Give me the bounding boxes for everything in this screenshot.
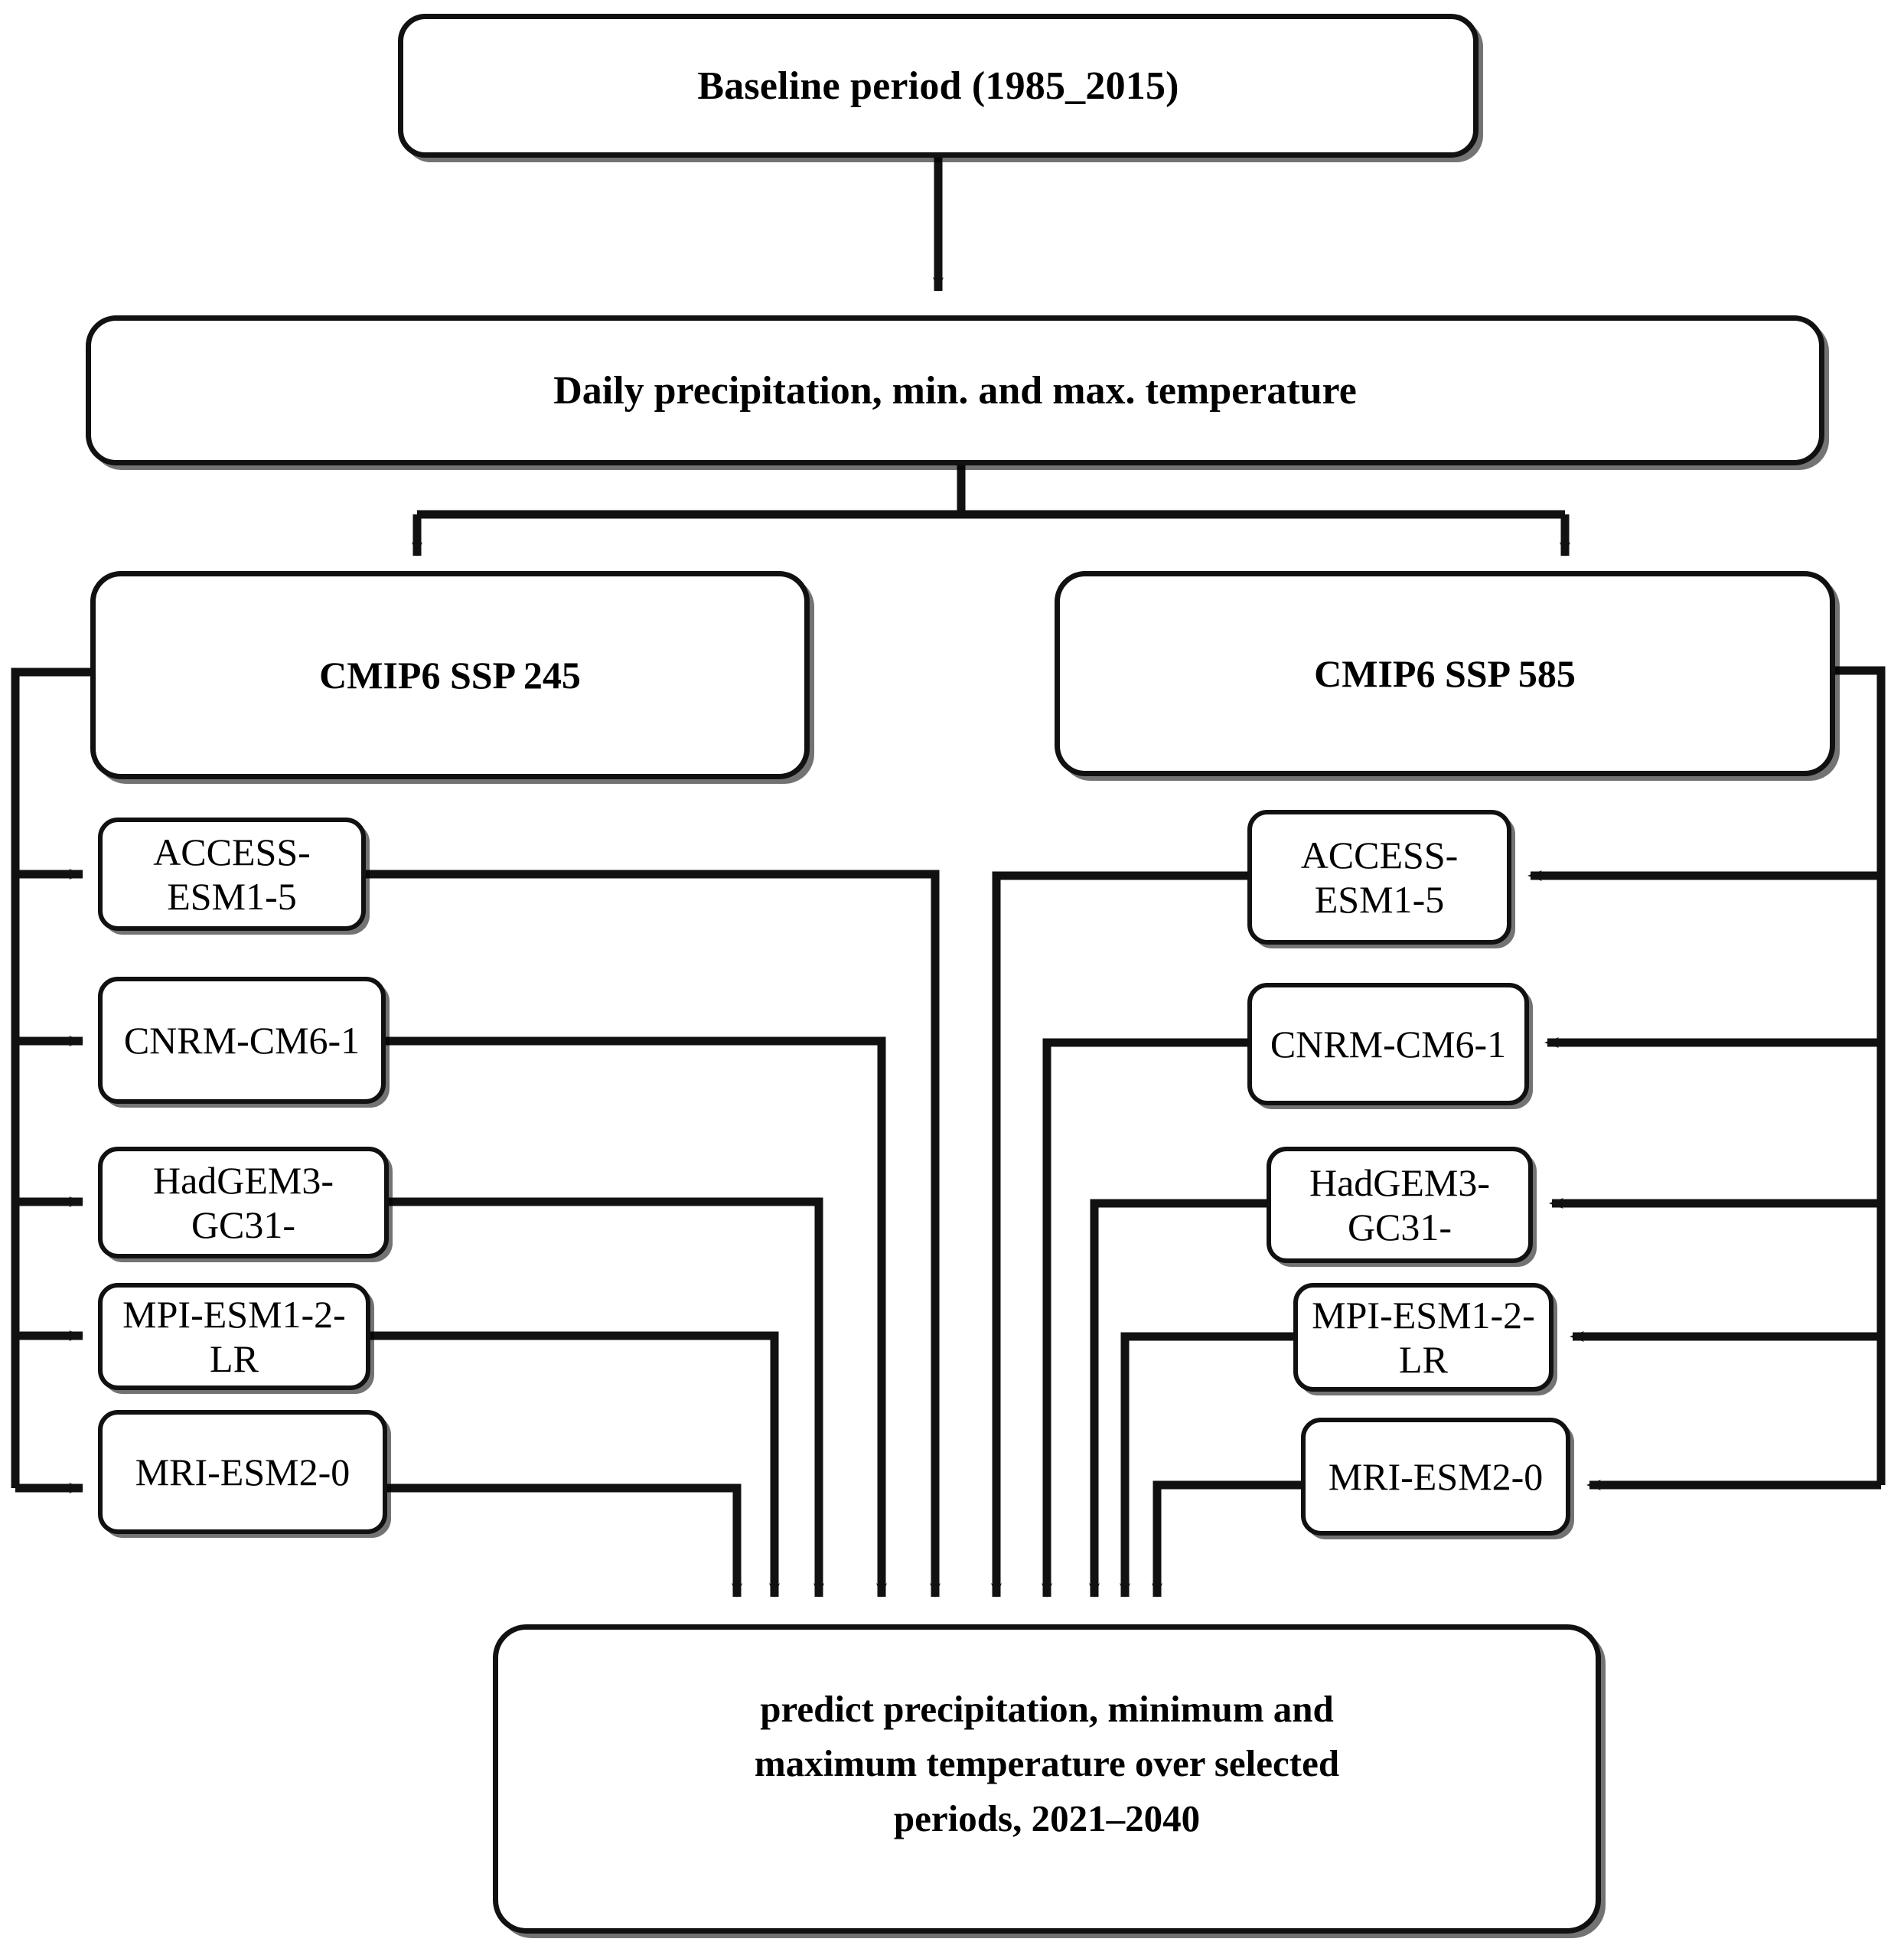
- node-model-right-label-0: ACCESS-ESM1-5: [1300, 834, 1459, 921]
- out-left-3: [370, 1331, 780, 1598]
- node-baseline-period-label: Baseline period (1985_2015): [697, 64, 1179, 108]
- node-model-left-cnrm-cm6-1: CNRM-CM6-1: [98, 977, 386, 1104]
- node-model-left-label-1: CNRM-CM6-1: [123, 1019, 360, 1062]
- node-model-left-access-esm1-5: ACCESS-ESM1-5: [98, 818, 366, 931]
- out-left-0: [366, 870, 941, 1598]
- out-right-2: [1089, 1199, 1267, 1598]
- node-model-left-mri-esm2-0: MRI-ESM2-0: [98, 1410, 387, 1534]
- node-scenario-ssp585-label: CMIP6 SSP 585: [1314, 652, 1576, 695]
- node-daily-variables-label: Daily precipitation, min. and max. tempe…: [553, 368, 1357, 413]
- node-prediction-output-line-2: maximum temperature over selected: [754, 1742, 1340, 1785]
- out-left-1: [386, 1036, 887, 1598]
- node-model-left-label-2: HadGEM3-GC31-: [152, 1159, 334, 1246]
- out-right-1: [1042, 1038, 1247, 1598]
- node-daily-variables: Daily precipitation, min. and max. tempe…: [86, 315, 1824, 465]
- out-left-2: [389, 1197, 824, 1598]
- node-model-left-label-4: MRI-ESM2-0: [135, 1451, 350, 1493]
- node-model-left-hadgem3-gc31: HadGEM3-GC31-: [98, 1147, 389, 1258]
- node-scenario-ssp585: CMIP6 SSP 585: [1055, 571, 1835, 776]
- node-scenario-ssp245-label: CMIP6 SSP 245: [319, 654, 581, 697]
- node-model-right-cnrm-cm6-1: CNRM-CM6-1: [1247, 983, 1529, 1105]
- node-model-right-label-4: MRI-ESM2-0: [1328, 1455, 1544, 1498]
- node-model-right-mpi-esm1-2-lr: MPI-ESM1-2-LR: [1293, 1283, 1554, 1392]
- left-rail-trunk: [11, 667, 90, 1488]
- node-scenario-ssp245: CMIP6 SSP 245: [90, 571, 810, 779]
- node-model-left-mpi-esm1-2-lr: MPI-ESM1-2-LR: [98, 1283, 370, 1390]
- out-left-4: [387, 1483, 742, 1598]
- node-model-right-mri-esm2-0: MRI-ESM2-0: [1301, 1418, 1570, 1536]
- node-model-right-access-esm1-5: ACCESS-ESM1-5: [1247, 810, 1511, 945]
- node-model-right-label-1: CNRM-CM6-1: [1270, 1023, 1507, 1066]
- node-prediction-output: predict precipitation, minimum and maxim…: [493, 1624, 1601, 1934]
- node-prediction-output-line-1: predict precipitation, minimum and: [760, 1688, 1334, 1731]
- node-model-left-label-3: MPI-ESM1-2-LR: [122, 1293, 346, 1380]
- out-right-4: [1152, 1480, 1301, 1598]
- right-rail-trunk: [1835, 666, 1886, 1485]
- node-model-left-label-0: ACCESS-ESM1-5: [153, 831, 311, 918]
- node-baseline-period: Baseline period (1985_2015): [398, 14, 1479, 158]
- out-right-3: [1120, 1332, 1293, 1598]
- out-right-0: [991, 871, 1247, 1598]
- node-model-right-label-3: MPI-ESM1-2-LR: [1312, 1294, 1535, 1381]
- node-prediction-output-text: predict precipitation, minimum and maxim…: [498, 1682, 1596, 1875]
- node-model-right-label-2: HadGEM3-GC31-: [1309, 1161, 1491, 1248]
- node-model-right-hadgem3-gc31: HadGEM3-GC31-: [1267, 1147, 1533, 1263]
- node-prediction-output-line-3: periods, 2021–2040: [893, 1797, 1201, 1839]
